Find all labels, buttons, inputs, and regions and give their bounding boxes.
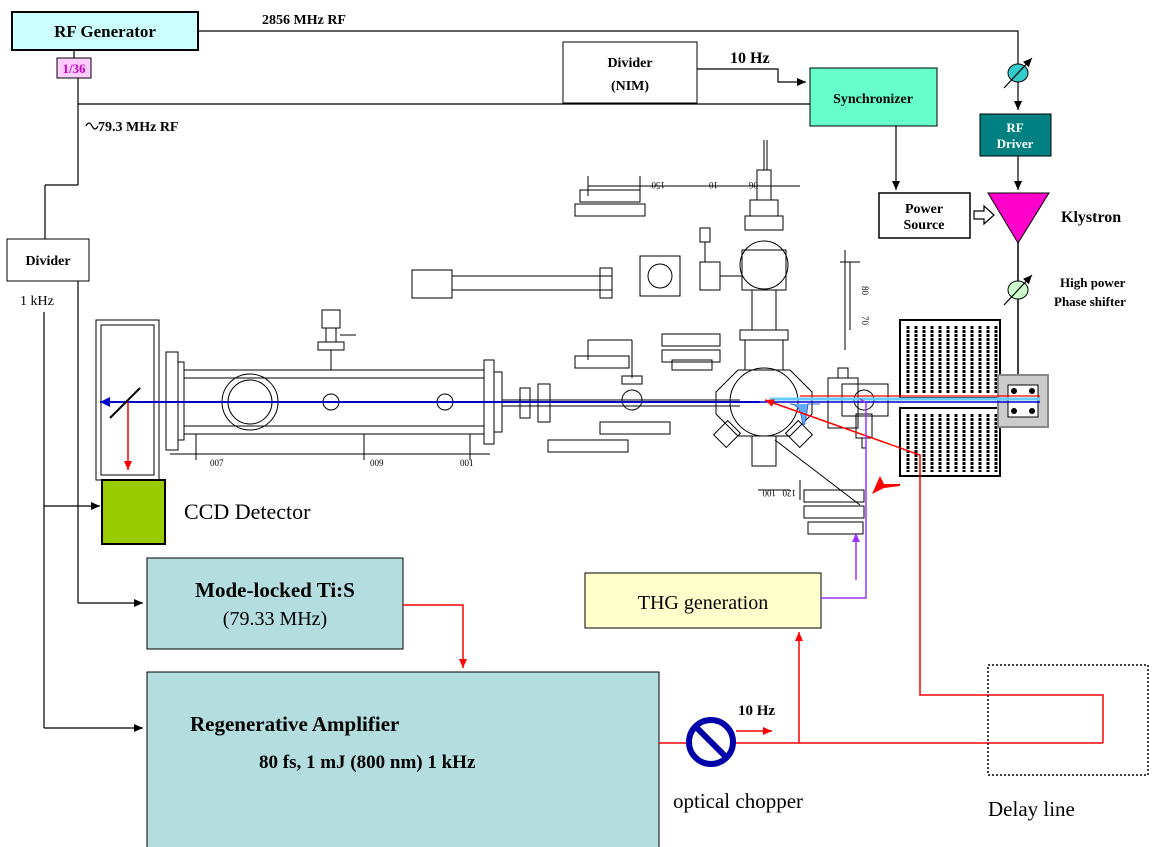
sine-icon — [86, 123, 98, 129]
klystron-triangle — [988, 193, 1049, 243]
divider-nim-sublabel: (NIM) — [611, 79, 649, 94]
synchronizer-label: Synchronizer — [833, 92, 913, 107]
power-arrow-icon — [974, 206, 994, 224]
rf-generator-label: RF Generator — [54, 22, 156, 41]
ccd-detector-box — [102, 480, 165, 544]
regen-sublabel: 80 fs, 1 mJ (800 nm) 1 kHz — [259, 752, 476, 773]
thg-label: THG generation — [638, 592, 769, 614]
power-source-label: Power — [905, 202, 943, 217]
svg-text:007: 007 — [210, 458, 224, 468]
laser-paths — [659, 399, 1103, 743]
klystron-label: Klystron — [1061, 209, 1121, 226]
ti-s-label: Mode-locked Ti:S — [195, 578, 355, 602]
hp-phase-sublabel: Phase shifter — [1054, 294, 1126, 309]
svg-text:120: 120 — [782, 488, 796, 498]
divider-nim-label: Divider — [607, 56, 652, 71]
ten-hz-chopper-label: 10 Hz — [738, 703, 775, 719]
beamline-drawing: 007 009 001 — [96, 140, 888, 534]
rf-driver-label: RF — [1006, 120, 1023, 135]
delay-line-label: Delay line — [988, 797, 1075, 821]
regen-label: Regenerative Amplifier — [190, 712, 399, 736]
ratio-label: 1/36 — [62, 61, 86, 76]
hp-phase-label: High power — [1060, 275, 1126, 290]
svg-text:70: 70 — [860, 316, 870, 326]
svg-text:009: 009 — [370, 458, 384, 468]
svg-text:100: 100 — [762, 488, 776, 498]
rf-79-label: 79.3 MHz RF — [98, 120, 178, 135]
svg-text:10: 10 — [709, 180, 719, 190]
ccd-label: CCD Detector — [184, 499, 311, 524]
ti-s-box — [147, 558, 403, 649]
optical-chopper-label: optical chopper — [673, 789, 803, 813]
rf-driver-sublabel: Driver — [997, 136, 1034, 151]
delay-line-box — [988, 665, 1148, 775]
one-khz-label: 1 kHz — [20, 294, 54, 309]
optical-chopper-icon — [689, 720, 733, 764]
svg-text:001: 001 — [460, 458, 474, 468]
svg-text:150: 150 — [651, 180, 665, 190]
svg-text:80: 80 — [860, 286, 870, 296]
svg-text:06: 06 — [749, 180, 759, 190]
divider-left-label: Divider — [25, 254, 70, 269]
ten-hz-top-label: 10 Hz — [730, 50, 770, 67]
ti-s-sublabel: (79.33 MHz) — [223, 608, 327, 630]
ten-hz-line — [697, 69, 806, 82]
rf-2856-label: 2856 MHz RF — [262, 13, 346, 28]
power-source-sublabel: Source — [904, 218, 945, 233]
